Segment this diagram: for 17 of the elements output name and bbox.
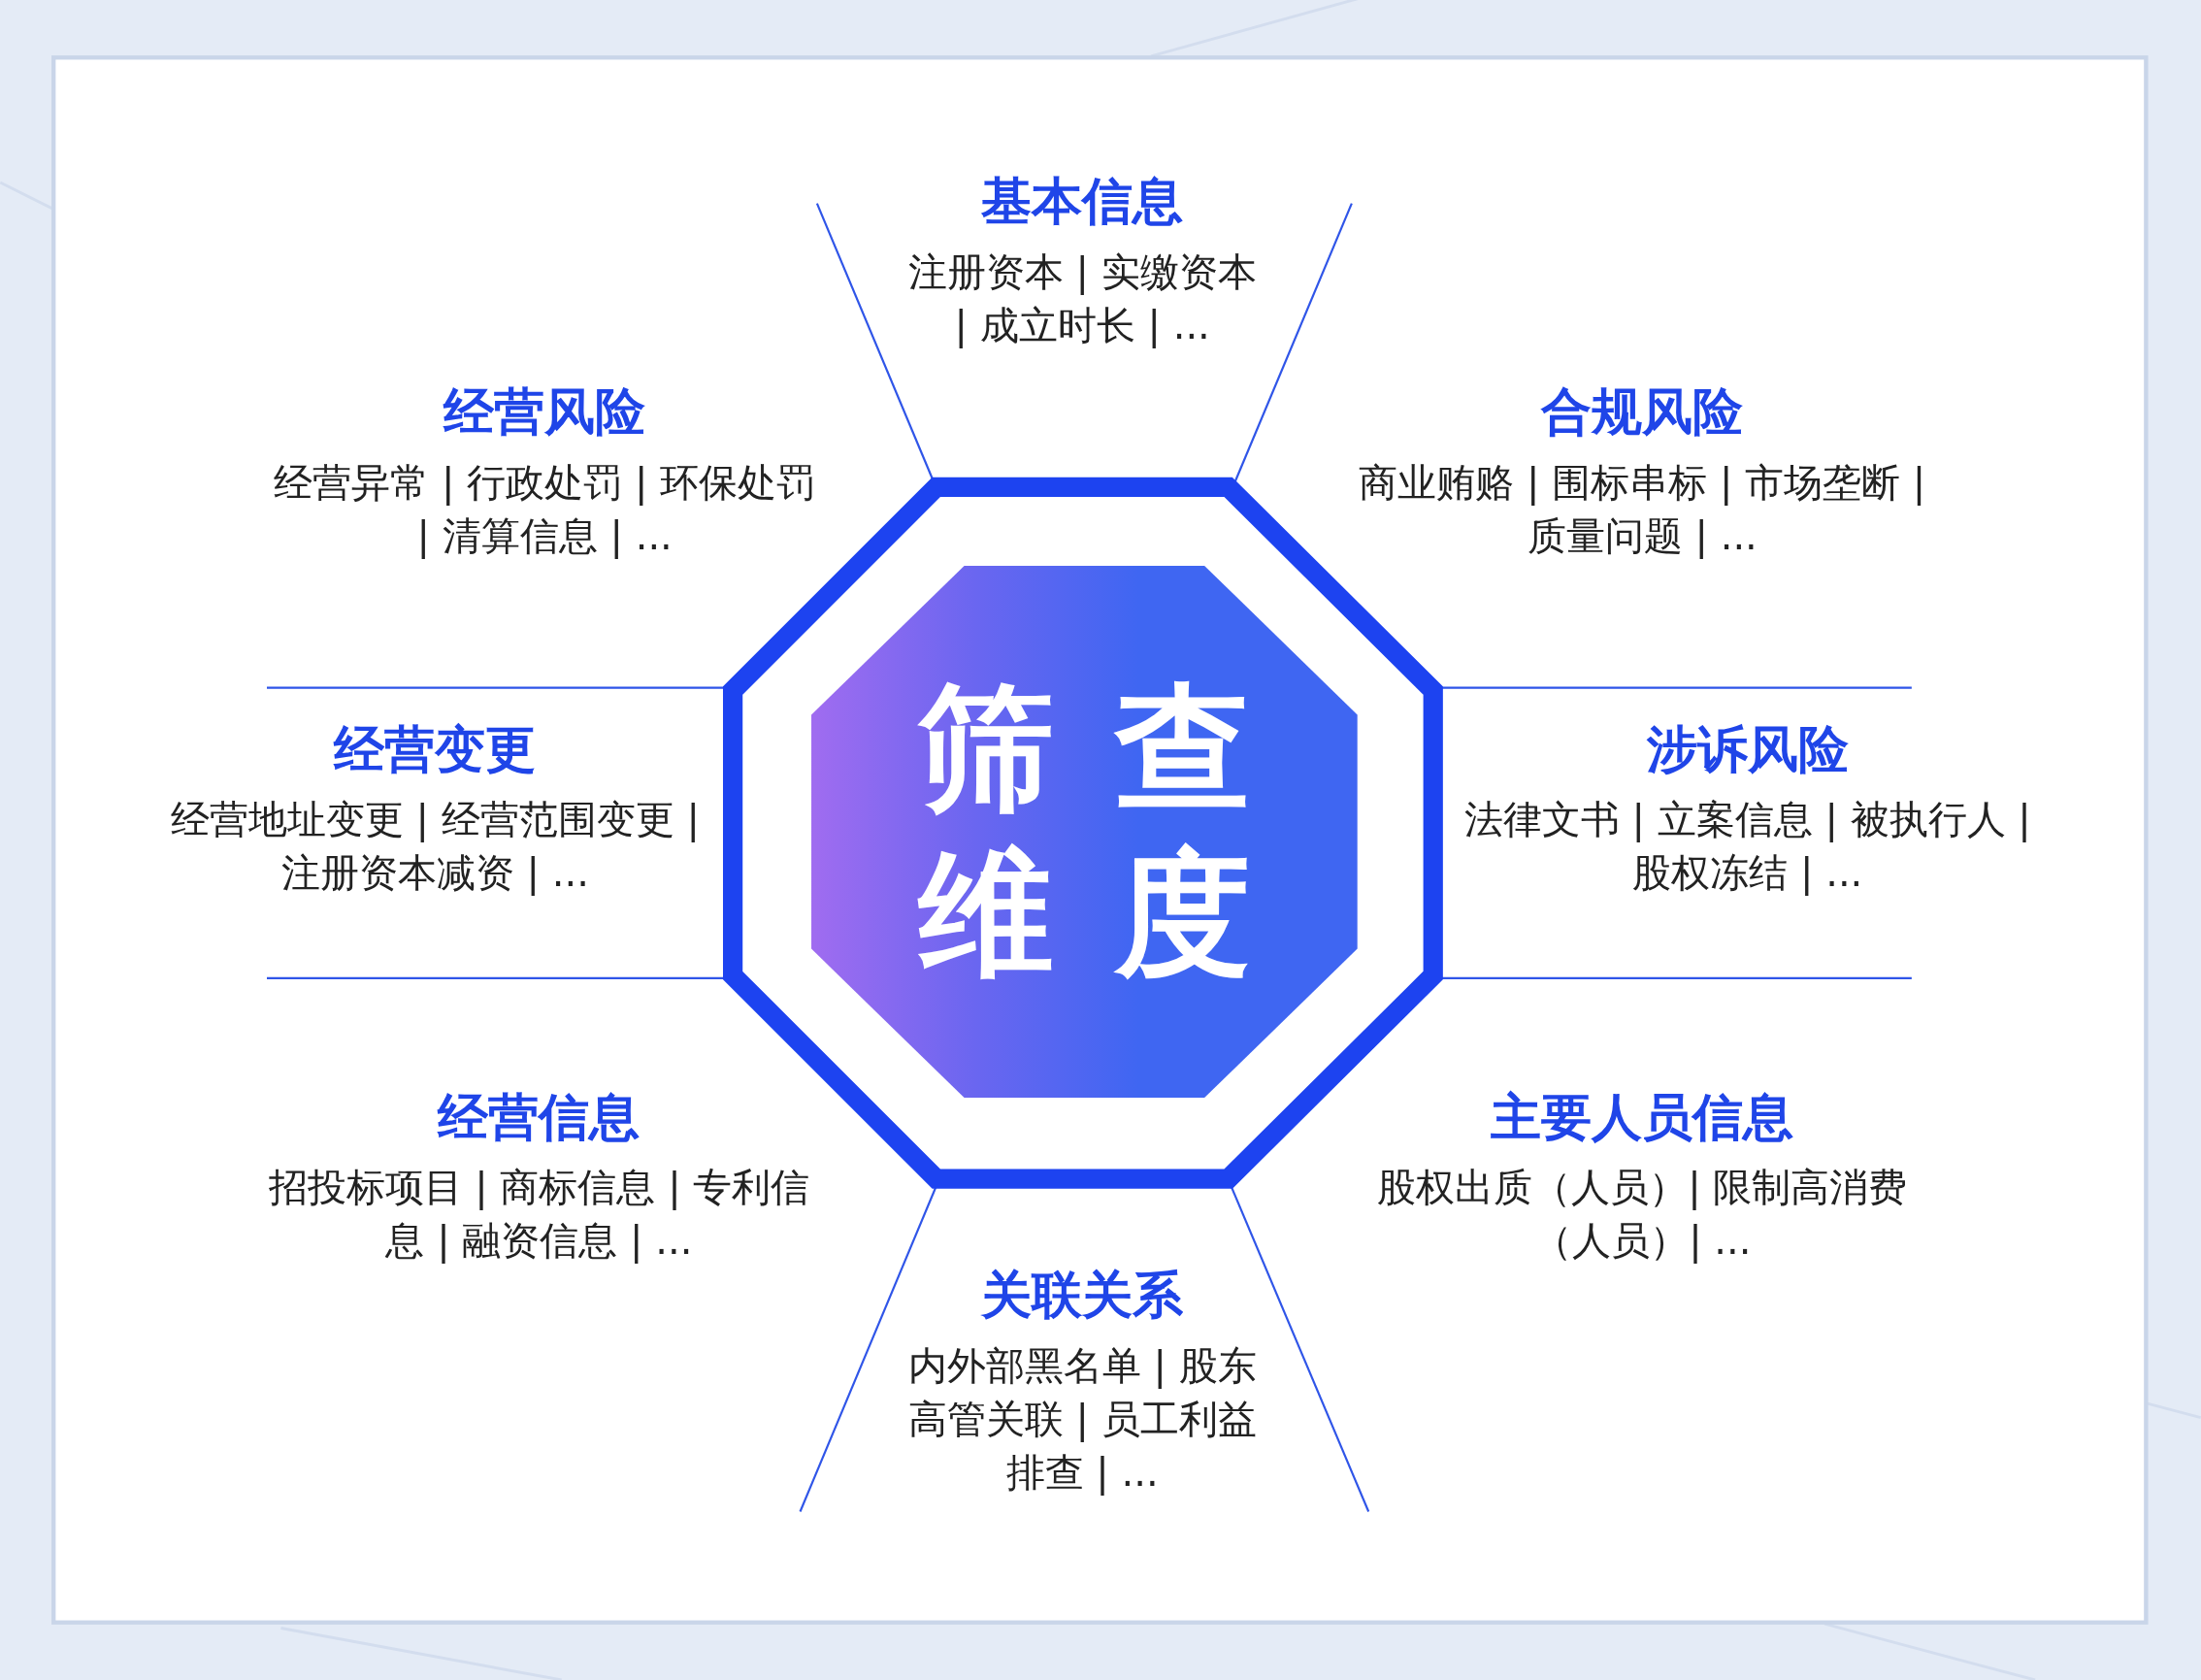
category-items: 股权出质（人员）| 限制高消费（人员）| ... <box>1376 1163 1909 1266</box>
center-title: 筛查维度 <box>916 668 1312 995</box>
category-items: 内外部黑名单 | 股东高管关联 | 员工利益排查 | ... <box>906 1341 1258 1498</box>
category-items: 经营异常 | 行政处罚 | 环保处罚 | 清算信息 | ... <box>273 458 817 561</box>
category-items: 招投标项目 | 商标信息 | 专利信息 | 融资信息 | ... <box>267 1163 811 1266</box>
category-heading: 合规风险 <box>1539 381 1745 443</box>
category-items: 经营地址变更 | 经营范围变更 | 注册资本减资 | ... <box>169 795 701 898</box>
category-items: 法律文书 | 立案信息 | 被执行人 | 股权冻结 | ... <box>1462 795 2032 898</box>
category-heading: 经营风险 <box>442 381 647 443</box>
category-items: 商业贿赂 | 围标串标 | 市场垄断 | 质量问题 | ... <box>1358 458 1927 561</box>
category-heading: 经营变更 <box>332 718 538 779</box>
category-heading: 主要人员信息 <box>1490 1086 1795 1147</box>
category-heading: 经营信息 <box>436 1086 641 1147</box>
category-heading: 涉诉风险 <box>1645 718 1850 779</box>
category-heading: 关联关系 <box>980 1265 1185 1326</box>
category-heading: 基本信息 <box>980 171 1185 232</box>
category-items: 注册资本 | 实缴资本 | 成立时长 | ... <box>906 247 1258 350</box>
